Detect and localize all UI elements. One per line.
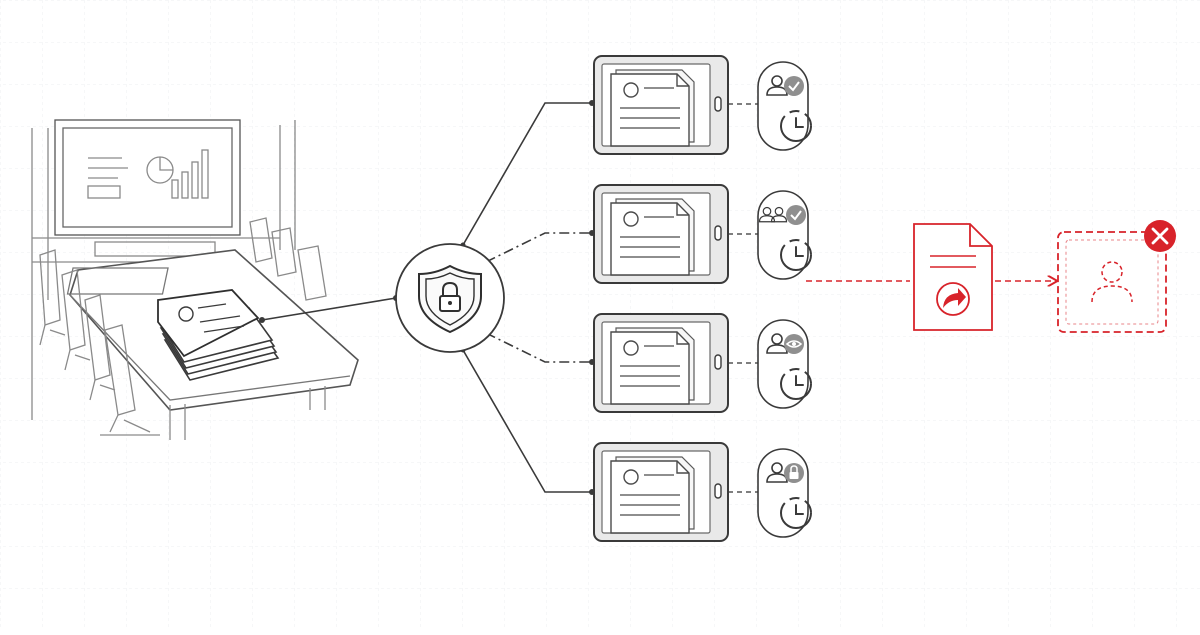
- user-lock-icon: [766, 462, 804, 483]
- recipient-4: [593, 442, 812, 542]
- user-view-icon: [766, 333, 804, 354]
- document-forward-icon: [913, 223, 993, 331]
- edge-hub-recipient-3: [485, 332, 592, 363]
- tablet-icon: [593, 442, 729, 542]
- close-icon: [1144, 220, 1176, 252]
- tablet-icon: [593, 313, 729, 413]
- edge-hub-recipient-4: [462, 349, 592, 493]
- edge-source-hub: [261, 297, 397, 321]
- edges: [259, 100, 1056, 495]
- edge-hub-recipient-1: [462, 102, 592, 246]
- user-blocked-icon: [1057, 231, 1167, 333]
- recipient-2: [593, 184, 812, 284]
- tablet-icon: [593, 55, 729, 155]
- edge-hub-recipient-2: [485, 232, 592, 263]
- recipient-3: [593, 313, 812, 413]
- document-stack-icon: [157, 289, 280, 381]
- tablet-icon: [593, 184, 729, 284]
- edge-source-dot: [259, 317, 265, 323]
- shield-lock-icon: [395, 243, 505, 353]
- user-check-icon: [766, 75, 804, 96]
- group-check-icon: [758, 205, 806, 225]
- recipient-1: [593, 55, 812, 155]
